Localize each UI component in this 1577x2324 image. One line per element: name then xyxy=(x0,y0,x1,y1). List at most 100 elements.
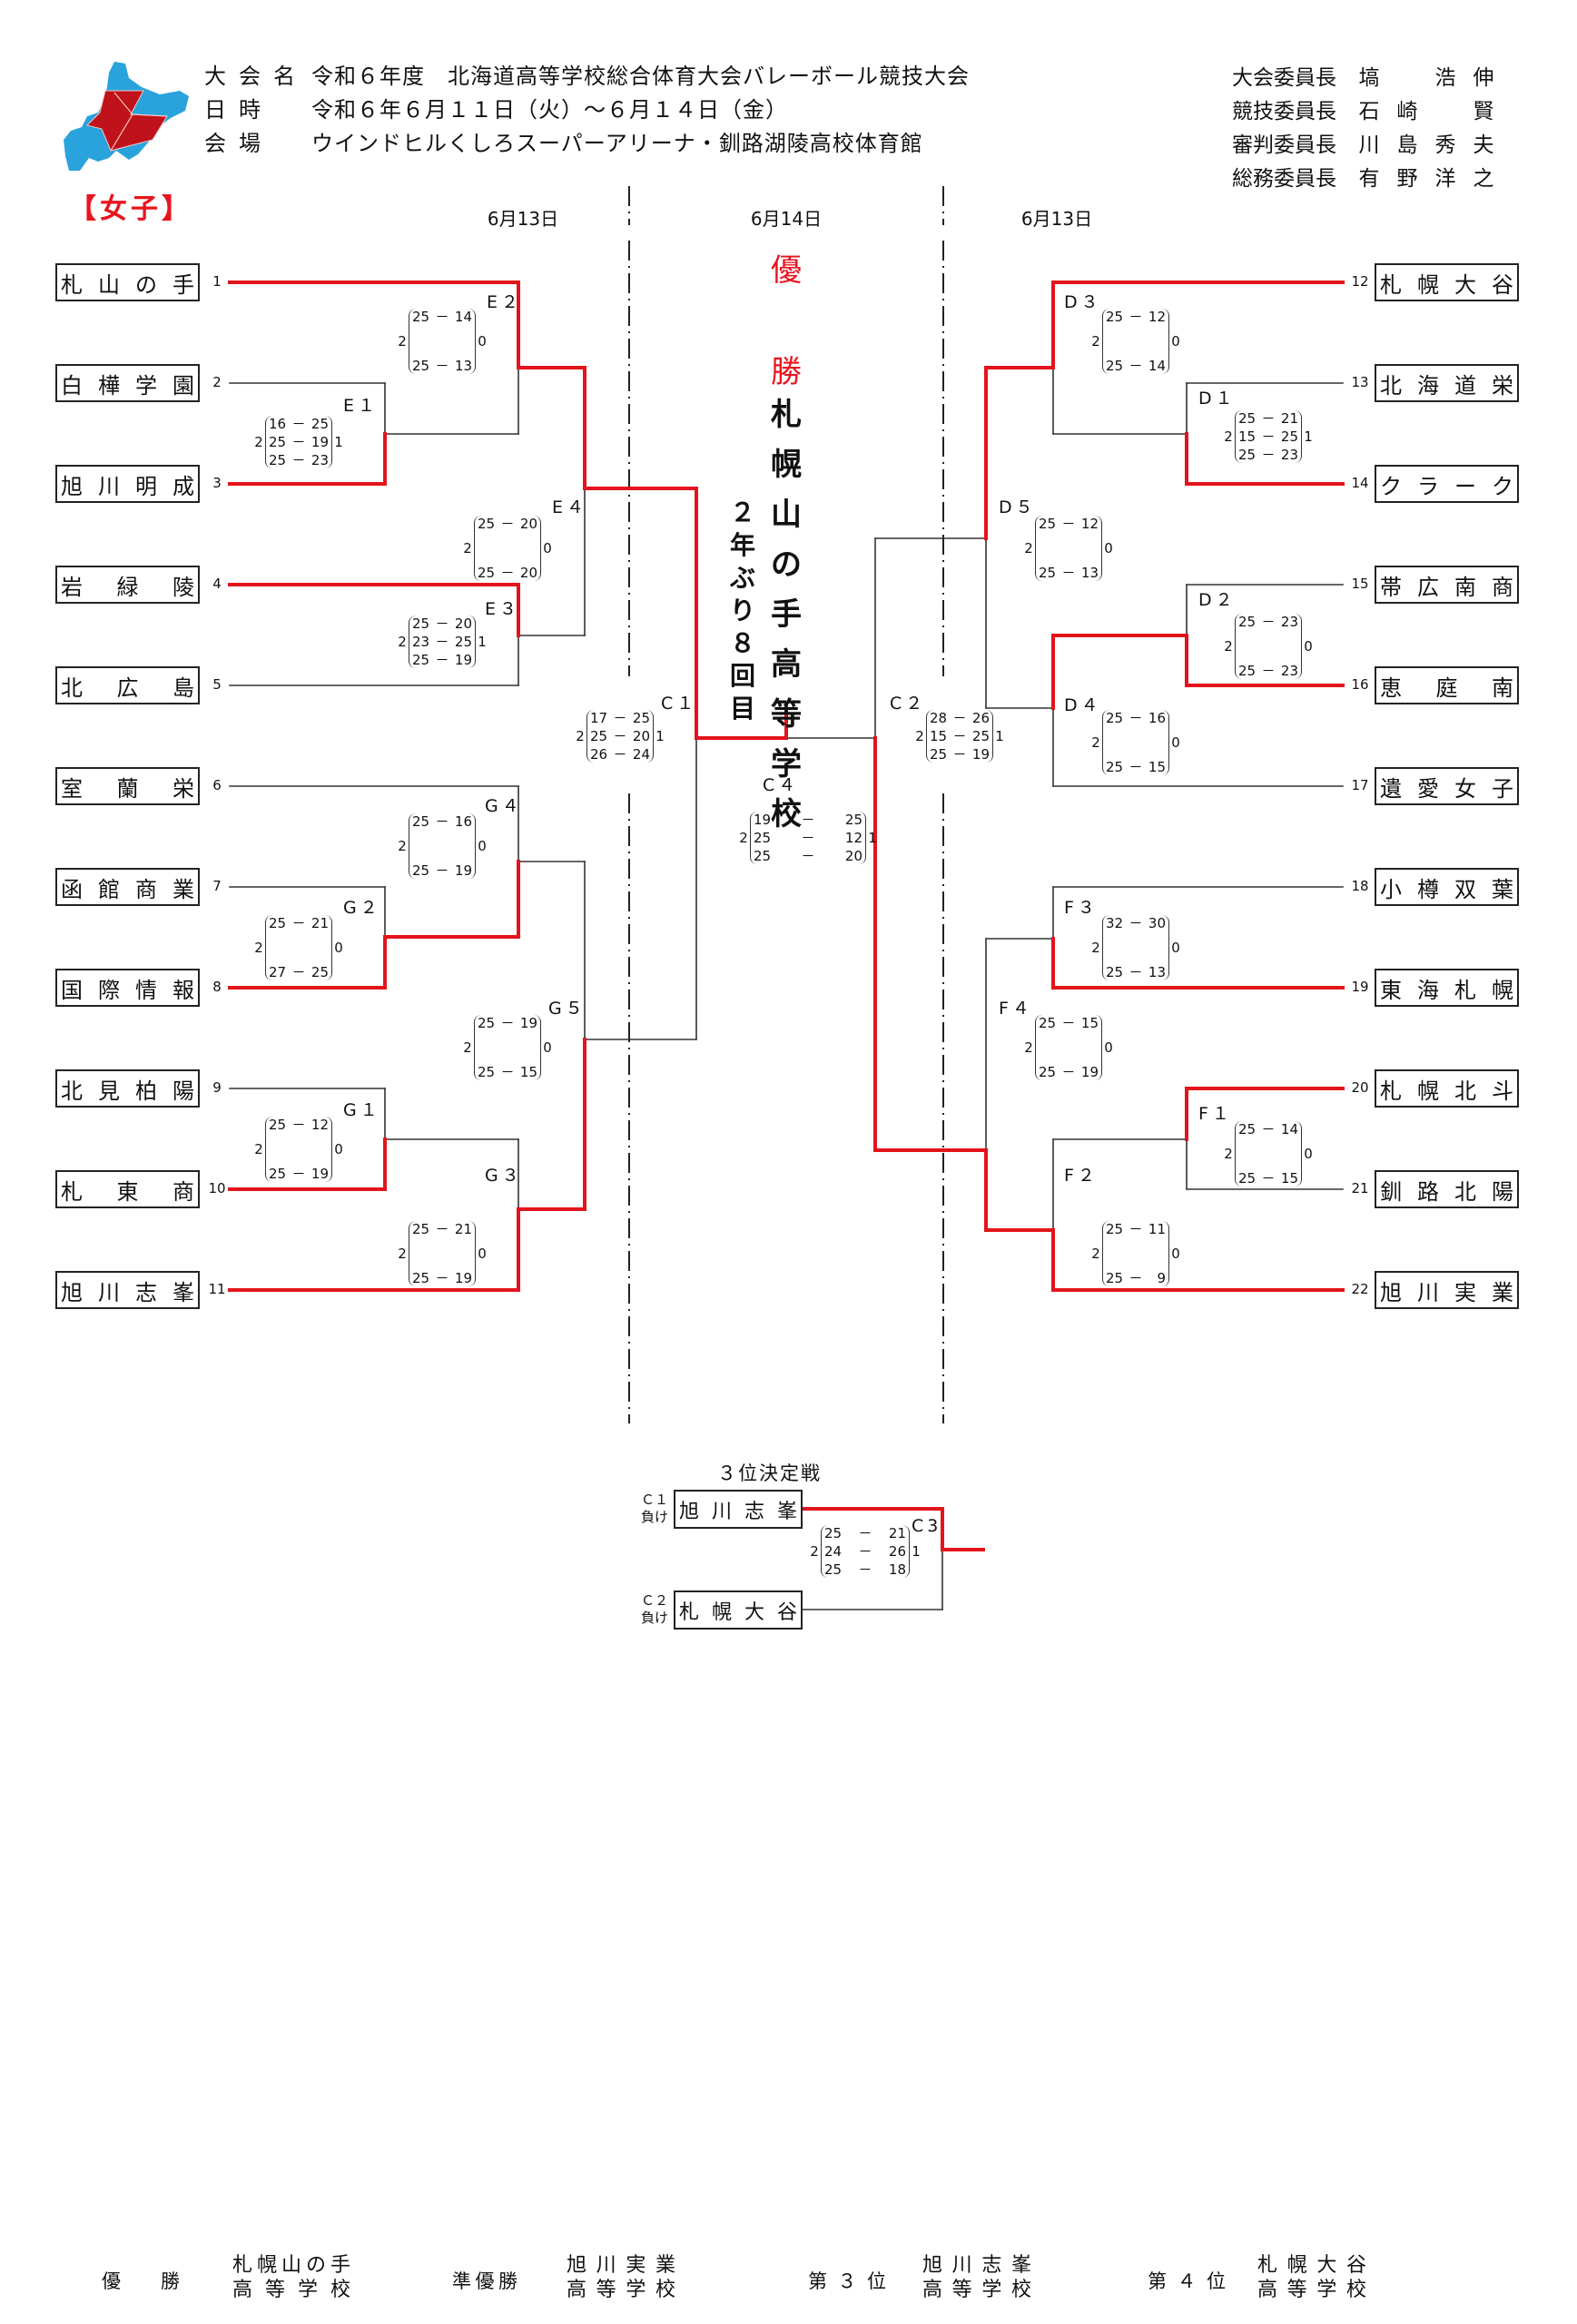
team-box[interactable]: 岩緑陵 xyxy=(55,566,200,604)
team-box[interactable]: クラーク xyxy=(1375,465,1519,503)
match-id-label: G５ xyxy=(548,999,586,1019)
team-box[interactable]: 札幌北斗 xyxy=(1375,1069,1519,1108)
hokkaido-logo-icon xyxy=(64,62,189,171)
team-box[interactable]: 恵庭南 xyxy=(1375,666,1519,704)
set-score: 25－15 xyxy=(1106,759,1166,775)
team-name-char: 館 xyxy=(98,876,120,902)
team-box[interactable]: 国際情報 xyxy=(55,969,200,1007)
set-score-dash: － xyxy=(801,812,815,828)
team-box[interactable]: 白樺学園 xyxy=(55,364,200,402)
team-box[interactable]: 東海札幌 xyxy=(1375,969,1519,1007)
team-box[interactable]: 旭川実業 xyxy=(1375,1271,1519,1309)
sets-won: 2 xyxy=(398,333,407,350)
set-score-dash: － xyxy=(435,862,449,879)
set-score-winner: 23 xyxy=(412,634,430,650)
set-score-loser: 19 xyxy=(1080,1064,1099,1080)
team-box[interactable]: 小樽双葉 xyxy=(1375,868,1519,906)
venue-label: 会場 xyxy=(204,131,273,156)
seed-number: 17 xyxy=(1351,777,1369,793)
set-score: 25－21 xyxy=(824,1525,906,1541)
set-score-dash: － xyxy=(500,565,515,581)
set-score-dash: － xyxy=(291,434,306,450)
set-score-dash: － xyxy=(1261,614,1276,630)
team-box[interactable]: 札東商 xyxy=(55,1170,200,1208)
set-score: 16－25 xyxy=(269,416,329,432)
standing-team-char: 等 xyxy=(264,2279,285,2301)
team-name-char: 海 xyxy=(1417,977,1439,1003)
team-name-char: ク xyxy=(1380,473,1402,499)
set-score-dash: － xyxy=(1129,710,1143,726)
team-name-char: 峯 xyxy=(172,1279,194,1305)
team-name-char: 札 xyxy=(1380,271,1402,298)
team-box[interactable]: 札山の手 xyxy=(55,263,200,301)
team-name-char: 幌 xyxy=(1492,977,1513,1003)
set-score: 25－12 xyxy=(1039,516,1099,532)
set-score-loser: 13 xyxy=(454,358,472,374)
team-box[interactable]: 札幌大谷 xyxy=(1375,263,1519,301)
team-box[interactable]: 函館商業 xyxy=(55,868,200,906)
team-name-char: 旭 xyxy=(1380,1279,1402,1305)
standing-team-char: 等 xyxy=(951,2279,972,2301)
team-box[interactable]: 旭川志峯 xyxy=(55,1271,200,1309)
standing-team-line: 旭川実業 xyxy=(567,2253,675,2278)
team-name-char: 北 xyxy=(61,1078,83,1104)
set-score: 25－14 xyxy=(1106,358,1166,374)
seed-number: 1 xyxy=(212,273,222,290)
set-score-dash: － xyxy=(291,915,306,931)
set-score-dash: － xyxy=(858,1543,872,1560)
team-box[interactable]: 北見柏陽 xyxy=(55,1069,200,1108)
seed-number: 16 xyxy=(1351,676,1369,693)
champion-note-char: ぶ xyxy=(729,563,755,593)
third-place-team-box[interactable]: 札幌大谷 xyxy=(674,1590,803,1630)
sets-lost: 0 xyxy=(1304,1146,1313,1162)
sets-won: 2 xyxy=(1224,638,1233,655)
team-box[interactable]: 帯広南商 xyxy=(1375,566,1519,604)
team-name-char: ク xyxy=(1492,473,1513,499)
team-box[interactable]: 北広島 xyxy=(55,666,200,704)
set-score-winner: 25 xyxy=(1106,1270,1124,1286)
set-score-dash: － xyxy=(1061,516,1076,532)
team-name-char: 樺 xyxy=(98,372,120,399)
team-name-char: 南 xyxy=(1492,675,1513,701)
team-box[interactable]: 遺愛女子 xyxy=(1375,767,1519,805)
champion-name-char: 幌 xyxy=(771,447,802,483)
set-score-winner: 16 xyxy=(269,416,287,432)
standing-team-line: 札幌大谷 xyxy=(1257,2253,1366,2278)
standing-team-char: 高 xyxy=(922,2279,943,2301)
team-box[interactable]: 旭川明成 xyxy=(55,465,200,503)
set-score-winner: 19 xyxy=(754,812,772,828)
set-score-dash: － xyxy=(500,1064,515,1080)
set-score-loser: 30 xyxy=(1148,915,1166,931)
set-score-winner: 15 xyxy=(930,728,948,744)
set-score: 25－14 xyxy=(412,309,472,325)
seed-number: 13 xyxy=(1351,374,1369,390)
set-score-winner: 25 xyxy=(1039,1015,1057,1031)
set-score-winner: 25 xyxy=(1238,447,1257,463)
champion-name: 札幌山の手高等学校 xyxy=(765,390,807,840)
standing-team: 札幌山の手高等学校 xyxy=(232,2253,350,2302)
team-box[interactable]: 室蘭栄 xyxy=(55,767,200,805)
team-name-char: 情 xyxy=(135,977,157,1003)
set-score-dash: － xyxy=(952,746,967,763)
official-name: 塙浩伸 xyxy=(1350,60,1504,91)
third-place-team-box[interactable]: 旭川志峯 xyxy=(674,1490,803,1529)
set-score: 25－19 xyxy=(478,1015,537,1031)
set-score-loser: 13 xyxy=(1080,565,1099,581)
team-name-char: 帯 xyxy=(1380,574,1402,600)
team-name-char: 際 xyxy=(98,977,120,1003)
team-box[interactable]: 釧路北陽 xyxy=(1375,1170,1519,1208)
set-score-dash: － xyxy=(500,1015,515,1031)
match-id-label: C１ xyxy=(661,694,698,714)
set-score-loser: 25 xyxy=(454,634,472,650)
set-score-loser: 25 xyxy=(971,728,990,744)
team-box[interactable]: 北海道栄 xyxy=(1375,364,1519,402)
dates-row: 日時令和６年６月１１日（火）～６月１４日（金） xyxy=(204,92,788,123)
